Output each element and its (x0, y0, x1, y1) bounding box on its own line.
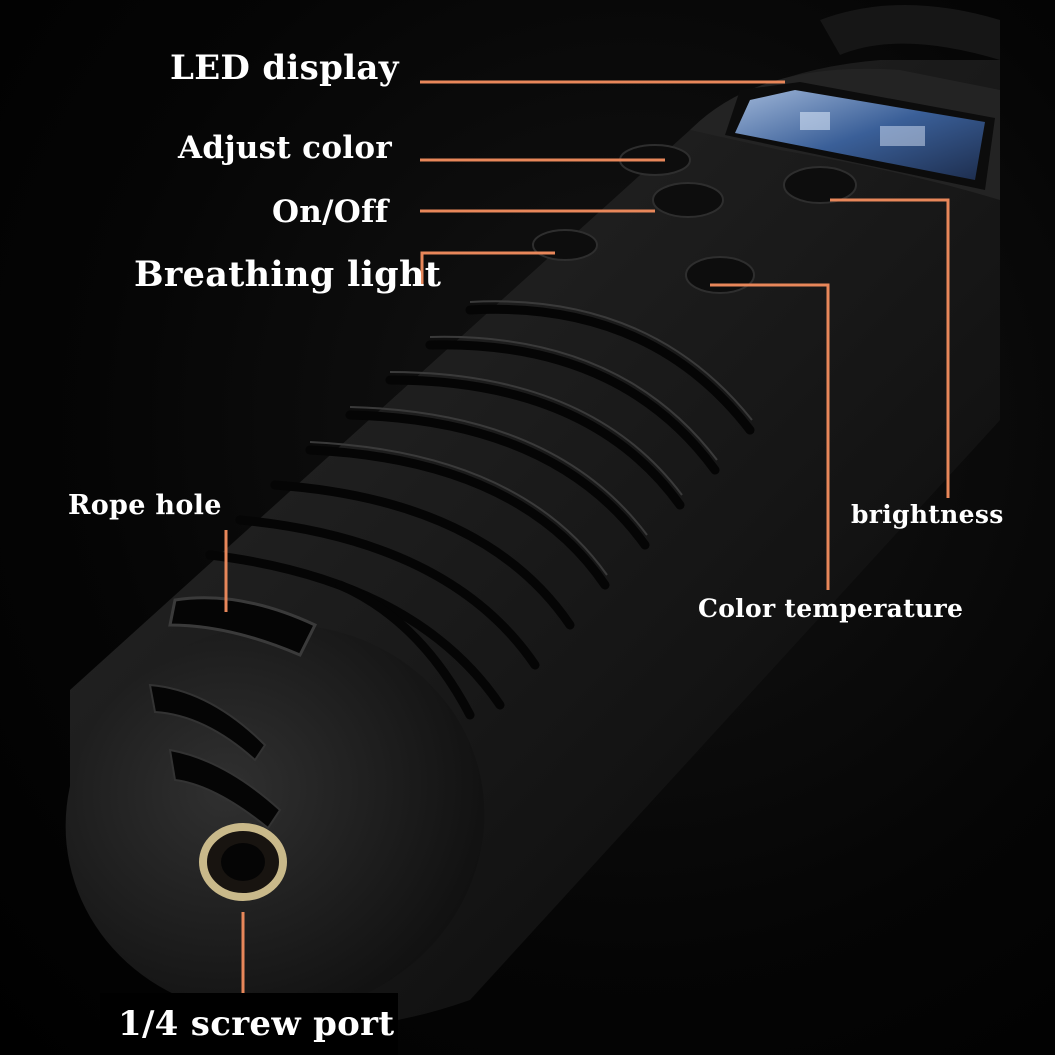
label-adjust-color: Adjust color (178, 130, 392, 166)
color-temperature-button-icon (685, 256, 755, 294)
groove-highlights (309, 300, 753, 576)
label-brightness: brightness (851, 500, 1004, 529)
cap-vent (148, 683, 267, 762)
on-off-button-icon (652, 182, 724, 218)
label-on-off: On/Off (272, 194, 389, 230)
screw-thread-icon (199, 823, 287, 901)
end-cap (65, 624, 485, 1016)
leader-brightness (830, 198, 950, 498)
heat-sink-grooves (205, 304, 755, 720)
leader-colortemp (710, 283, 830, 590)
brightness-button-icon (783, 166, 857, 204)
rope-hole-icon (168, 596, 318, 657)
screw-label-background (100, 993, 398, 1055)
leader-lines (224, 80, 950, 995)
label-rope-hole: Rope hole (68, 490, 222, 521)
led-screen-icon (725, 82, 995, 190)
strap-arc (820, 5, 1000, 60)
label-led-display: LED display (170, 48, 399, 88)
label-screw-port: 1/4 screw port (118, 1004, 395, 1044)
label-breathing-light: Breathing light (134, 254, 442, 295)
label-color-temperature: Color temperature (698, 594, 964, 623)
breathing-light-button-icon (532, 229, 598, 261)
cap-vent (168, 748, 282, 830)
leader-breathing (420, 251, 555, 286)
